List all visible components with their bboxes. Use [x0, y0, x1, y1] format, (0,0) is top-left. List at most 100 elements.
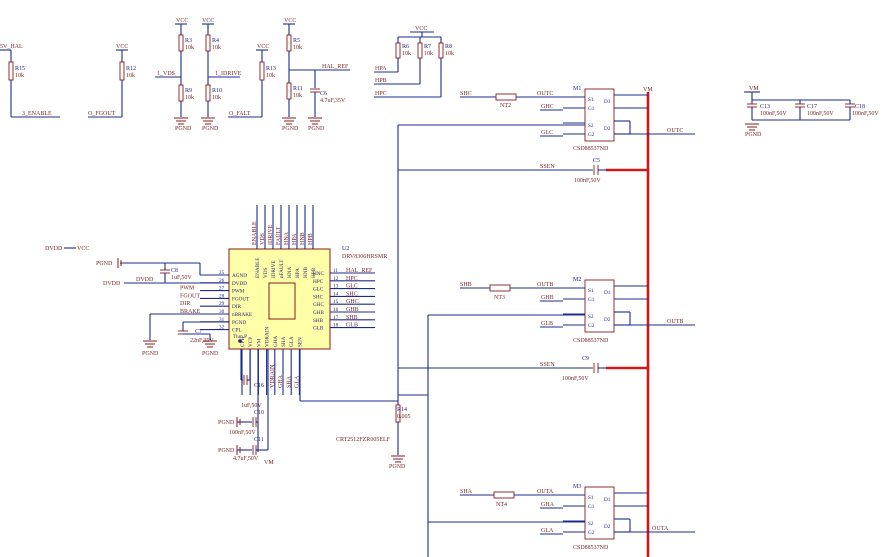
net-halref: HAL_REF: [322, 64, 349, 70]
ic-right-net: HAL_REF: [346, 268, 373, 274]
ic-top-net: HNA: [284, 231, 290, 245]
r4-value: 10k: [212, 45, 221, 51]
vcc-r12: VCC: [116, 44, 128, 50]
ic-right-pin-label: GHC: [313, 302, 324, 308]
u2-part: DRV8306HRSMR: [342, 254, 387, 260]
net-ssen-b: SSEN: [540, 362, 555, 368]
hall-pullups: VCC R6 10k R7 10k R8 10k HPA HPB HPC: [374, 26, 454, 98]
c7-value: 22nF,35V: [190, 338, 214, 344]
ic-bottom-pin-label: GLA: [289, 336, 295, 347]
ic-bottom-pin-label: CPH: [240, 337, 246, 347]
ic-top-net: FAULT: [276, 226, 282, 245]
net-glb: GLB: [541, 321, 553, 327]
r9-value: 10k: [185, 95, 194, 101]
c16-value: 1uF,50V: [241, 403, 262, 409]
net-dvdd-left-2: DVDD: [103, 281, 121, 287]
net-sha: SHA: [460, 489, 473, 495]
ic-top-pin-label: HPB: [311, 267, 317, 278]
pgnd-r10: PGND: [202, 126, 219, 132]
r4-r10-block: VCC R4 10k R10 10k 1_IDRIVE PGND: [201, 18, 242, 132]
ic-bottom-net: GHA: [278, 374, 284, 388]
svg-text:D1: D1: [604, 290, 611, 296]
c5-ref: C5: [593, 158, 600, 164]
net-glc: GLC: [541, 130, 553, 136]
ic-left-pin-label: PWM: [232, 289, 245, 295]
ic-right-pin-label: GLC: [313, 287, 324, 293]
ic-top-net: ENABLE: [252, 221, 258, 245]
net-enable: 3_ENABLE: [22, 111, 52, 117]
net-hpb: HPB: [375, 78, 387, 84]
ic-top-pin-label: HNA: [287, 267, 293, 278]
r3-ref: R3: [185, 38, 192, 44]
r5-value: 10k: [293, 45, 302, 51]
svg-text:D2: D2: [604, 126, 611, 132]
c9-value: 100nF,50V: [562, 376, 589, 382]
svg-text:G2: G2: [588, 323, 595, 329]
r5-ref: R5: [293, 38, 300, 44]
ic-right-net: SHB: [346, 315, 358, 321]
r15-ref: R15: [15, 66, 25, 72]
r13-block: VCC R13 10k O_FALT: [228, 44, 276, 118]
r13-value: 10k: [266, 73, 275, 79]
ic-bottom-pin-label: SEN: [297, 337, 303, 347]
ic-bottom-pin-label: VDRAIN: [265, 327, 271, 347]
svg-text:S2: S2: [588, 521, 594, 527]
r9-ref: R9: [185, 88, 192, 94]
ic-left-net: FGOUT: [180, 293, 200, 299]
r14-part: CRT2512FZR005ELF: [336, 437, 391, 443]
ic-top-pin-label: IDRIVE: [271, 260, 277, 278]
m1-part: CSD88537ND: [573, 146, 609, 152]
ic-left-pin-number: 28: [219, 293, 225, 299]
vm-label-3: VM: [264, 460, 274, 466]
svg-text:S1: S1: [588, 97, 594, 103]
r5-r11-c6-block: VCC R5 10k R11 10k C6 4.7uF,35V HAL_REF …: [282, 18, 350, 132]
ic-right-net: GHC: [346, 299, 359, 305]
bulk-caps: VM C13 100nF,50V C17 100nF,50V C18 100nF…: [744, 86, 879, 138]
ic-right-pin-number: 12: [333, 276, 339, 282]
c10-value: 100nF,50V: [229, 430, 256, 436]
r11-ref: R11: [293, 86, 303, 92]
net-outb-pin: OUTB: [537, 282, 553, 288]
ic-left-pin-number: 26: [219, 278, 225, 284]
ic-left-pin-label: nBRAKE: [232, 312, 252, 318]
ic-right-pin-label: HPC: [313, 279, 324, 285]
ic-bottom-net: SHA: [286, 375, 292, 388]
ic-top-net: HPB: [308, 233, 314, 245]
svg-text:D2: D2: [604, 524, 611, 530]
c7-ref: C7: [195, 329, 202, 335]
pgnd-c7: PGND: [202, 351, 219, 357]
ic-left-net: DIR: [180, 301, 190, 307]
r12-ref: R12: [126, 66, 136, 72]
c11-ref: C11: [254, 437, 264, 443]
ic-right-net: SHC: [346, 291, 358, 297]
ic-top-net: IDRIVE: [268, 224, 274, 245]
svg-text:G2: G2: [588, 530, 595, 536]
vcc-r5: VCC: [284, 18, 296, 24]
r3-value: 10k: [185, 45, 194, 51]
net-vds: 1_VDS: [157, 71, 175, 77]
m3-ref: M3: [573, 484, 581, 490]
svg-text:G1: G1: [588, 297, 595, 303]
c9-cap: SSEN C9 100nF,50V: [540, 356, 606, 382]
c8-value: 1uF,50V: [171, 275, 192, 281]
net-idrive: 1_IDRIVE: [215, 71, 242, 77]
ic-top-pin-label: nFAULT: [279, 259, 285, 278]
net-shc: SHC: [460, 91, 472, 97]
r7-ref: R7: [424, 44, 431, 50]
net-gha: GHA: [541, 502, 555, 508]
ic-top-pin-label: ENABLE: [255, 258, 261, 278]
ic-left-pin-number: 32: [219, 325, 225, 331]
ic-right-pin-number: 18: [333, 323, 339, 329]
net-outc: OUTC: [667, 128, 683, 134]
ic-top-net: VDS: [260, 233, 266, 245]
m2-part: CSD88537ND: [573, 338, 609, 344]
ic-top-pin-label: VDS: [263, 268, 269, 278]
r8-value: 10k: [445, 51, 454, 57]
net-dvdd-ic: DVDD: [136, 277, 154, 283]
ic-bottom-net: VDRAIN: [270, 364, 276, 388]
net-outa-pin: OUTA: [537, 489, 554, 495]
ic-bottom-pin-label: VCP: [248, 337, 254, 347]
pgnd-r14: PGND: [389, 464, 406, 470]
